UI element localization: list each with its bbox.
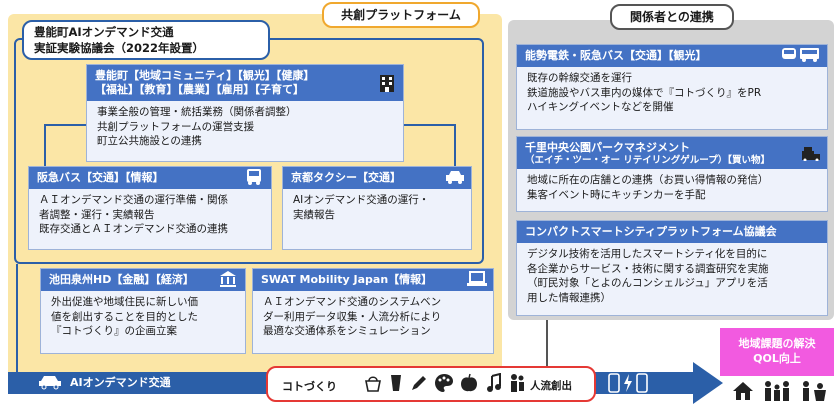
railbus-body-line: ハイキングイベントなどを開催	[527, 101, 674, 113]
platform-label: 共創プラットフォーム	[322, 2, 480, 28]
ikeda-header-text: 池田泉州HD【金融】【経済】	[49, 273, 194, 286]
palette-icon	[434, 373, 454, 397]
bank-icon	[219, 271, 239, 287]
compact-body-line: （町民対象「とよのんコンシェルジュ」アプリを活	[527, 277, 768, 289]
swat-mobility-box: SWAT Mobility Japan【情報】 ＡＩオンデマンド交通のシステムベ…	[252, 268, 494, 354]
hankyu-bus-header: 阪急バス【交通】【情報】	[29, 167, 271, 189]
flow-creation-label: 人流創出	[530, 380, 572, 392]
noto-body-line: 共創プラットフォームの運営支援	[97, 120, 255, 133]
swat-mobility-body: ＡＩオンデマンド交通のシステムベン ダー利用データ収集・人流分析により 最適な交…	[253, 291, 493, 343]
ikeda-senshu-box: 池田泉州HD【金融】【経済】 外出促進や地域住民に新しい価 値を創出することを目…	[40, 268, 246, 354]
noto-header-line-1: 豊能町【地域コミュニティ】【観光】【健康】	[95, 69, 315, 82]
phone-icon-2	[636, 373, 648, 397]
car-icon	[38, 374, 62, 394]
noto-body-line: 事業全般の管理・統括業務（関係者調整）	[97, 106, 297, 118]
connector-left	[44, 124, 46, 166]
hankyu-bus-box: 阪急バス【交通】【情報】 ＡＩオンデマンド交通の運行準備・関係 者調整・運行・実…	[28, 166, 272, 250]
compact-body-line: 用した情報連携）	[527, 291, 611, 304]
kyoto-taxi-header: 京都タクシー【交通】	[283, 167, 471, 189]
ikeda-senshu-body: 外出促進や地域住民に新しい価 値を創出することを目的とした 『コトづくり』の企画…	[41, 291, 245, 343]
care-icon	[800, 380, 830, 406]
hankyu-bus-body: ＡＩオンデマンド交通の運行準備・関係 者調整・運行・実績報告 既存交通とＡＩオン…	[29, 189, 271, 241]
senri-park-body: 地域に所在の店舗との連携（お買い得情報の発信） 集客イベント時にキッチンカーを手…	[517, 169, 827, 206]
rail-bus-box: 能勢電鉄・阪急バス【交通】【観光】 既存の幹線交通を運行 鉄道施設やバス車内の媒…	[516, 44, 828, 130]
ikeda-senshu-header: 池田泉州HD【金融】【経済】	[41, 269, 245, 291]
train-bus-icon	[781, 47, 821, 63]
kotozukuri-capsule	[266, 366, 596, 402]
noto-town-body: 事業全般の管理・統括業務（関係者調整） 共創プラットフォームの運営支援 町立公共…	[87, 101, 403, 153]
connector-right	[454, 124, 456, 166]
kyoto-header-text: 京都タクシー【交通】	[291, 171, 401, 184]
people-icon	[508, 373, 526, 397]
hankyu-body-line: 既存交通とＡＩオンデマンド交通の連携	[39, 223, 228, 235]
kyoto-body-line: 実績報告	[293, 208, 335, 221]
railbus-body-line: 既存の幹線交通を運行	[527, 72, 632, 84]
railbus-header-text: 能勢電鉄・阪急バス【交通】【観光】	[525, 49, 707, 62]
bag-icon	[364, 374, 382, 396]
noto-header-line-2: 【福祉】【教育】【農業】【雇用】【子育て】	[95, 83, 304, 96]
rail-bus-body: 既存の幹線交通を運行 鉄道施設やバス車内の媒体で『コトづくり』をPR ハイキング…	[517, 67, 827, 119]
noto-town-box: 豊能町【地域コミュニティ】【観光】【健康】 【福祉】【教育】【農業】【雇用】【子…	[86, 64, 404, 162]
pencil-icon	[410, 374, 428, 396]
ikeda-body-line: 『コトづくり』の企画立案	[51, 325, 177, 337]
connector-left-h	[44, 124, 86, 126]
smart-city-header: コンパクトスマートシティプラットフォーム協議会	[517, 221, 827, 243]
goal-box: 地域課題の解決 QOL向上	[720, 328, 834, 376]
smart-city-box: コンパクトスマートシティプラットフォーム協議会 デジタル技術を活用したスマートシ…	[516, 220, 828, 316]
hankyu-body-line: 者調整・運行・実績報告	[39, 208, 155, 221]
swat-body-line: ダー利用データ収集・人流分析により	[263, 310, 442, 323]
hankyu-body-line: ＡＩオンデマンド交通の運行準備・関係	[39, 194, 228, 206]
taxi-icon	[445, 169, 465, 185]
hankyu-header-text: 阪急バス【交通】【情報】	[37, 171, 164, 184]
kotozukuri-label: コトづくり	[282, 380, 337, 393]
council-line-2: 実証実験協議会（2022年設置）	[34, 41, 205, 55]
ondemand-label: AIオンデマンド交通	[70, 376, 171, 389]
stakeholder-label: 関係者との連携	[610, 4, 734, 30]
family-icon	[762, 380, 792, 406]
council-label: 豊能町AIオンデマンド交通 実証実験協議会（2022年設置）	[22, 20, 270, 60]
noto-body-line: 町立公共施設との連携	[97, 135, 202, 147]
apple-icon	[460, 373, 478, 397]
rail-bus-header: 能勢電鉄・阪急バス【交通】【観光】	[517, 45, 827, 67]
laptop-icon	[467, 271, 487, 287]
senri-park-box: 千里中央公園パークマネジメント （エイチ・ツー・オー リテイリングゲループ）【買…	[516, 136, 828, 212]
smart-city-body: デジタル技術を活用したスマートシティ化を目的に 各企業からサービス・技術に関する…	[517, 243, 827, 309]
kyoto-body-line: AIオンデマンド交通の運行・	[293, 194, 430, 206]
central-header-line-2: （エイチ・ツー・オー リテイリングゲループ）【買い物】	[525, 155, 770, 166]
building-icon	[377, 74, 397, 92]
compact-body-line: 各企業からサービス・技術に関する調査研究を実施	[527, 262, 769, 275]
compact-body-line: デジタル技術を活用したスマートシティ化を目的に	[527, 248, 768, 260]
flow-arrow-tip	[693, 362, 723, 404]
noto-town-header: 豊能町【地域コミュニティ】【観光】【健康】 【福祉】【教育】【農業】【雇用】【子…	[87, 65, 403, 101]
central-body-line: 地域に所在の店舗との連携（お買い得情報の発信）	[527, 174, 769, 186]
swat-header-text: SWAT Mobility Japan【情報】	[261, 273, 433, 286]
kyoto-taxi-box: 京都タクシー【交通】 AIオンデマンド交通の運行・ 実績報告	[282, 166, 472, 250]
ikeda-body-line: 外出促進や地域住民に新しい価	[51, 296, 198, 308]
connector-right-h	[404, 124, 456, 126]
kyoto-taxi-body: AIオンデマンド交通の運行・ 実績報告	[283, 189, 471, 226]
connector-stakeholder	[546, 320, 548, 366]
central-body-line: 集客イベント時にキッチンカーを手配	[527, 188, 706, 201]
swat-body-line: 最適な交通体系をシミュレーション	[263, 325, 431, 337]
railbus-body-line: 鉄道施設やバス車内の媒体で『コトづくり』をPR	[527, 86, 762, 99]
senri-park-header: 千里中央公園パークマネジメント （エイチ・ツー・オー リテイリングゲループ）【買…	[517, 137, 827, 169]
council-line-1: 豊能町AIオンデマンド交通	[34, 25, 174, 39]
drink-icon	[388, 374, 404, 396]
bus-icon	[245, 169, 265, 185]
shop-icon	[801, 145, 821, 162]
phone-icon	[608, 373, 620, 397]
home-icon	[732, 380, 754, 406]
swat-mobility-header: SWAT Mobility Japan【情報】	[253, 269, 493, 291]
goal-line-2: QOL向上	[753, 352, 801, 365]
goal-line-1: 地域課題の解決	[738, 337, 816, 350]
ikeda-body-line: 値を創出することを目的とした	[51, 310, 198, 323]
lightning-icon	[622, 373, 634, 397]
connector-down-left	[16, 264, 18, 372]
music-icon	[486, 372, 504, 397]
central-header-line-1: 千里中央公園パークマネジメント	[525, 141, 690, 154]
swat-body-line: ＡＩオンデマンド交通のシステムベン	[263, 296, 442, 308]
